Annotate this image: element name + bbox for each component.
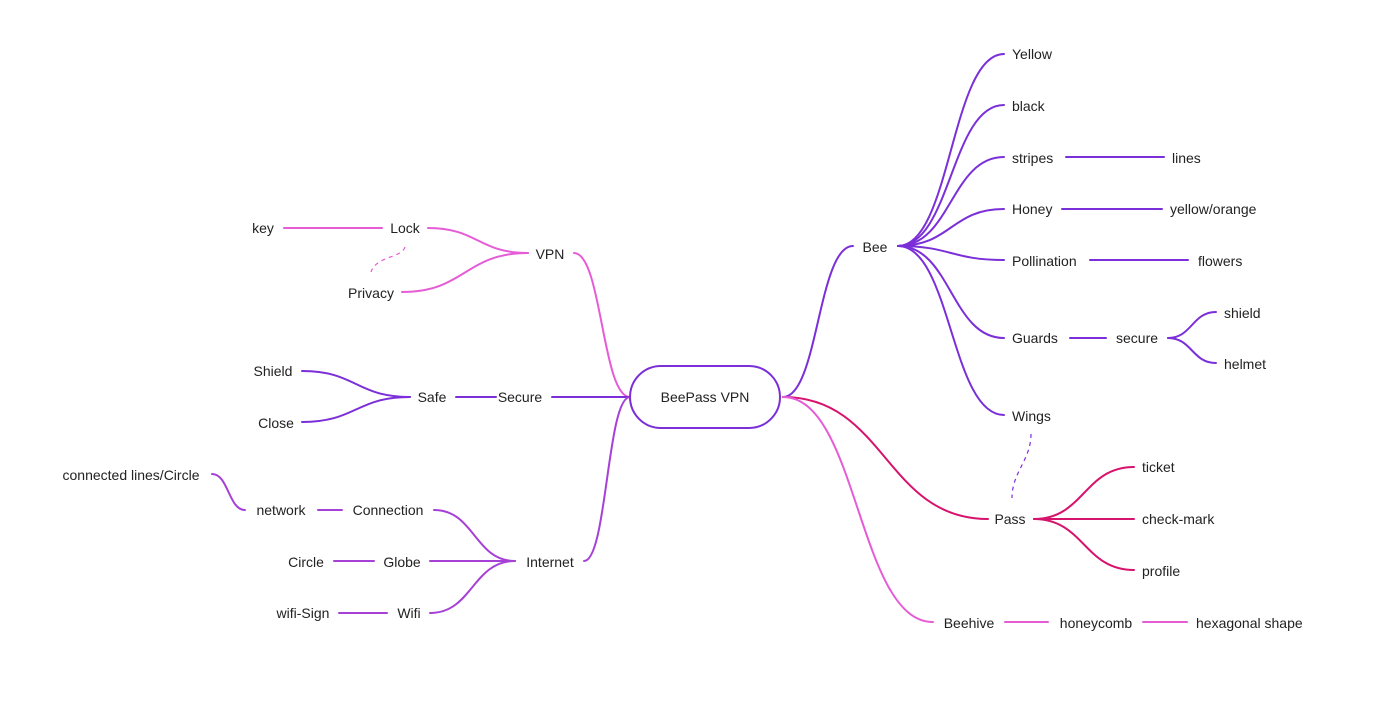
node-ticket[interactable]: ticket	[1142, 459, 1175, 475]
node-honey[interactable]: Honey	[1012, 201, 1052, 217]
node-black[interactable]: black	[1012, 98, 1046, 114]
node-circle[interactable]: Circle	[288, 554, 324, 570]
node-wifi[interactable]: Wifi	[397, 605, 420, 621]
node-safe[interactable]: Safe	[418, 389, 447, 405]
node-wings[interactable]: Wings	[1012, 408, 1051, 424]
edge-secure-helmet	[1167, 337, 1217, 364]
node-beehive[interactable]: Beehive	[944, 615, 995, 631]
node-flowers[interactable]: flowers	[1198, 253, 1242, 269]
node-key[interactable]: key	[252, 220, 274, 236]
edge-pass-ticket	[1033, 466, 1135, 520]
node-check-mark[interactable]: check-mark	[1142, 511, 1215, 527]
edge-bee-wings	[897, 245, 1005, 416]
edge-bee-honey	[897, 208, 1005, 247]
edge-center-bee	[782, 245, 854, 398]
node-yellow-orange[interactable]: yellow/orange	[1170, 201, 1257, 217]
edge-vpn-privacy	[401, 252, 529, 293]
node-guards[interactable]: Guards	[1012, 330, 1058, 346]
node-connected-lines[interactable]: connected lines/Circle	[63, 467, 200, 483]
node-lines[interactable]: lines	[1172, 150, 1201, 166]
edge-bee-black	[897, 104, 1005, 247]
edge-center-vpn	[573, 252, 631, 398]
edge-lock-privacy-dashed	[370, 246, 406, 273]
node-helmet[interactable]: helmet	[1224, 356, 1266, 372]
edge-bee-yellow	[897, 53, 1005, 247]
node-secure[interactable]: Secure	[498, 389, 543, 405]
node-shield-right[interactable]: shield	[1224, 305, 1261, 321]
edge-pass-profile	[1033, 518, 1135, 571]
node-lock[interactable]: Lock	[390, 220, 421, 236]
center-node-label: BeePass VPN	[661, 389, 750, 405]
node-bee[interactable]: Bee	[863, 239, 888, 255]
edge-center-beehive	[782, 396, 934, 623]
edge-bee-pollination	[897, 245, 1005, 261]
edge-bee-guards	[897, 245, 1005, 339]
center-node[interactable]: BeePass VPN	[629, 365, 781, 429]
node-yellow[interactable]: Yellow	[1012, 46, 1053, 62]
node-vpn[interactable]: VPN	[536, 246, 565, 262]
node-hexagonal-shape[interactable]: hexagonal shape	[1196, 615, 1303, 631]
node-globe[interactable]: Globe	[383, 554, 421, 570]
edge-bee-stripes	[897, 156, 1005, 247]
edge-secure-shield	[1167, 311, 1217, 339]
edge-vpn-lock	[427, 227, 529, 254]
node-shield-left[interactable]: Shield	[254, 363, 293, 379]
node-stripes[interactable]: stripes	[1012, 150, 1053, 166]
node-honeycomb[interactable]: honeycomb	[1060, 615, 1133, 631]
edge-network-connected	[211, 473, 246, 511]
edge-internet-connection	[433, 509, 516, 562]
mind-map-connectors	[211, 53, 1217, 623]
node-privacy[interactable]: Privacy	[348, 285, 394, 301]
node-profile[interactable]: profile	[1142, 563, 1180, 579]
node-secure-bee[interactable]: secure	[1116, 330, 1158, 346]
node-network[interactable]: network	[256, 502, 306, 518]
edge-wings-pass-dashed	[1011, 433, 1032, 499]
node-pass[interactable]: Pass	[994, 511, 1025, 527]
node-close[interactable]: Close	[258, 415, 294, 431]
node-pollination[interactable]: Pollination	[1012, 253, 1077, 269]
node-connection[interactable]: Connection	[353, 502, 424, 518]
edge-center-pass	[782, 396, 989, 520]
center-node-frame	[629, 365, 781, 429]
edge-center-internet	[583, 396, 631, 562]
node-internet[interactable]: Internet	[526, 554, 574, 570]
edge-safe-close	[301, 396, 411, 423]
edge-safe-shield	[301, 370, 411, 398]
node-wifi-sign[interactable]: wifi-Sign	[276, 605, 330, 621]
edge-internet-wifi	[429, 560, 516, 614]
